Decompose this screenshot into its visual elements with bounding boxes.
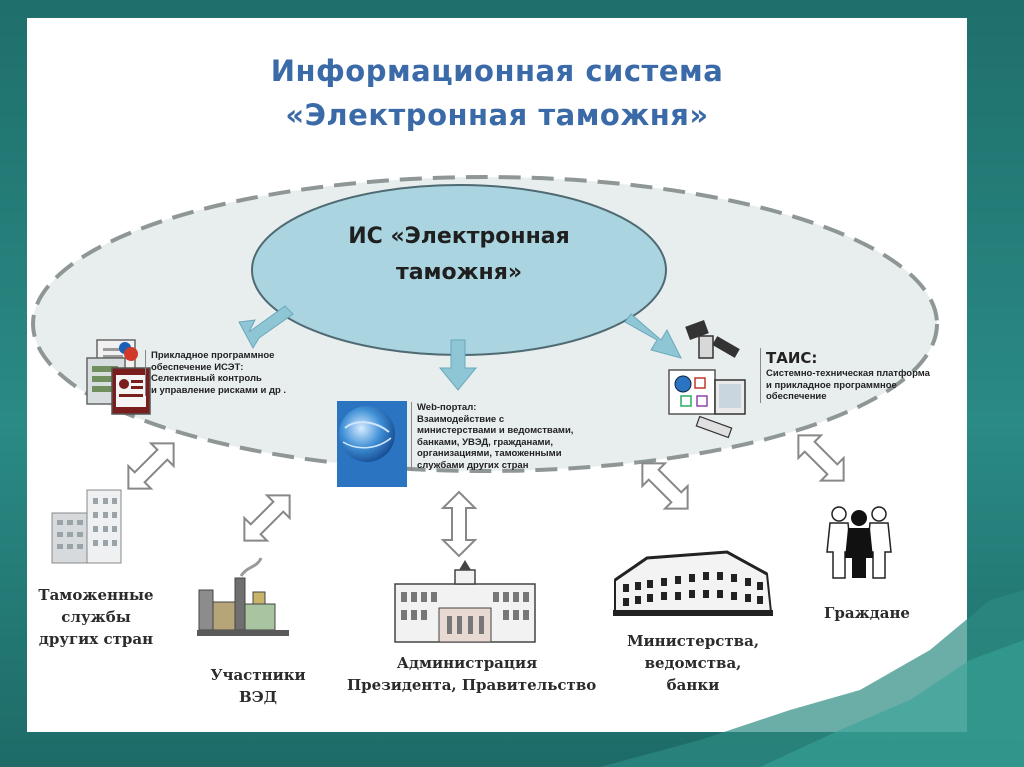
mountain-decoration [0,0,1024,767]
